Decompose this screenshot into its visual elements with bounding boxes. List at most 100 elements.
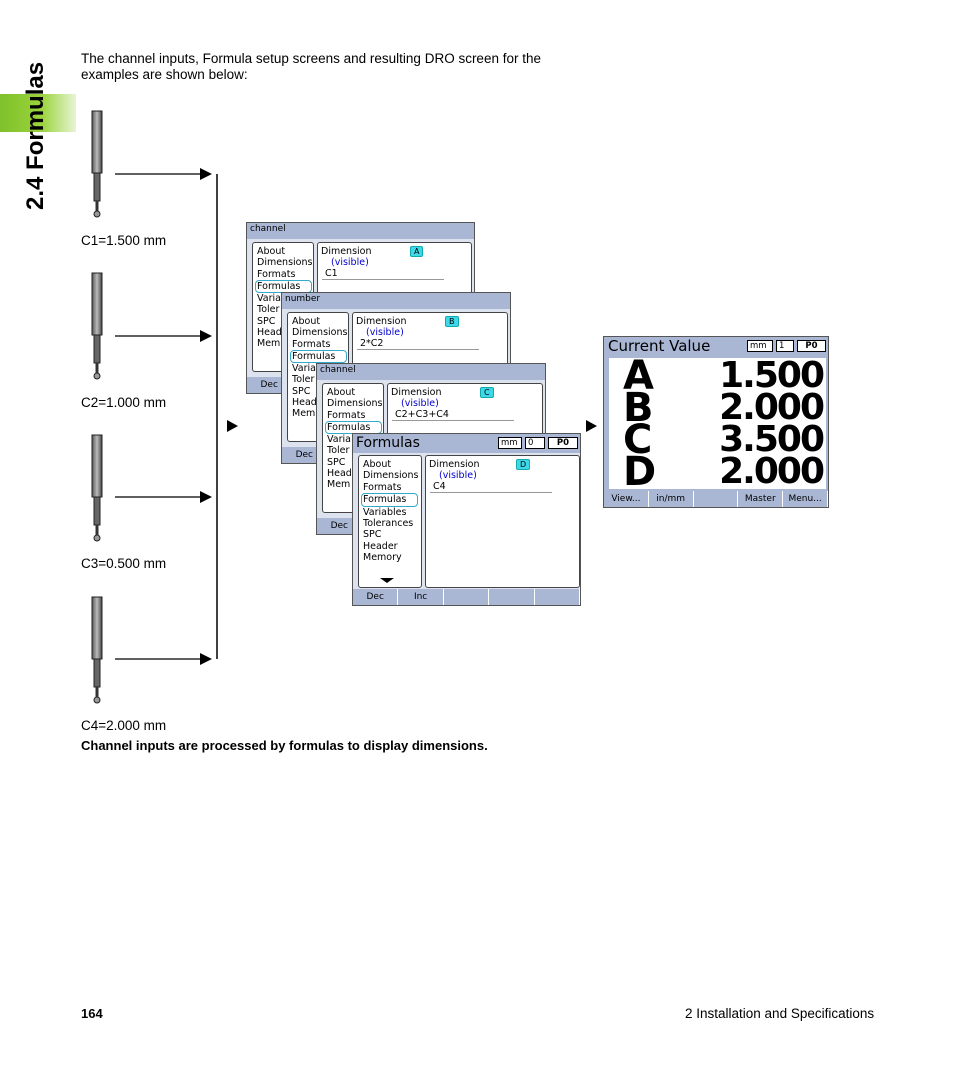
screen-title: channel	[247, 223, 474, 239]
dimension-label: Dimension	[391, 387, 442, 398]
visible-label: (visible)	[439, 470, 477, 481]
dimension-label: Dimension	[356, 316, 407, 327]
dro-display: A 1.500 B 2.000 C 3.500 D 2.000	[609, 355, 826, 495]
unit-indicator[interactable]: mm	[498, 437, 522, 449]
softkey-dec[interactable]: Dec	[353, 589, 399, 605]
dro-row-value: 2.000	[719, 387, 825, 428]
menu-item-formats[interactable]: Formats	[257, 268, 296, 280]
chapter-title: 2 Installation and Specifications	[685, 1006, 875, 1021]
unit-indicator[interactable]: mm	[747, 340, 773, 352]
menu-item-header[interactable]: Head	[257, 327, 282, 339]
menu-item-formulas[interactable]: Formulas	[361, 493, 418, 507]
menu-item-variables[interactable]: Varia	[257, 293, 281, 305]
menu-item-tolerances[interactable]: Toler	[257, 304, 280, 316]
menu-item-variables[interactable]: Varia	[327, 434, 351, 446]
figure-caption: Channel inputs are processed by formulas…	[81, 738, 488, 753]
menu-item-about[interactable]: About	[363, 459, 392, 470]
dimension-badge: D	[516, 459, 531, 470]
menu-item-about[interactable]: About	[257, 246, 286, 257]
menu-item-header[interactable]: Header	[363, 540, 398, 552]
softkey-blank[interactable]	[489, 589, 535, 605]
menu-item-spc[interactable]: SPC	[292, 385, 311, 397]
probe-icon-4	[91, 596, 103, 704]
dro-row: A 1.500	[623, 355, 825, 396]
softkey-bar: Dec Inc	[353, 589, 580, 605]
probe-icon-2	[91, 272, 103, 380]
menu-item-dimensions[interactable]: Dimensions	[327, 398, 383, 410]
formula-field[interactable]: C2+C3+C4	[395, 409, 449, 420]
intro-text: The channel inputs, Formula setup screen…	[81, 51, 541, 82]
formula-field[interactable]: C4	[433, 481, 446, 492]
dro-row: D 2.000	[623, 449, 825, 495]
dro-row-value: 1.500	[719, 355, 825, 396]
probe-icon-1	[91, 110, 103, 218]
dimension-label: Dimension	[321, 246, 372, 257]
input-label-2: C2=1.000 mm	[81, 395, 167, 410]
input-label-1: C1=1.500 mm	[81, 233, 167, 248]
dro-row-label: B	[623, 385, 654, 431]
menu-item-memory[interactable]: Mem	[292, 408, 316, 420]
menu-item-formats[interactable]: Formats	[292, 338, 331, 350]
menu-item-tolerances[interactable]: Toler	[292, 374, 315, 386]
probes-diagram	[91, 110, 103, 704]
dro-title: Current Value	[608, 337, 711, 355]
formula-panel: Dimension (visible) C4 D	[425, 455, 580, 588]
formula-field[interactable]: C1	[325, 268, 338, 279]
softkey-blank[interactable]	[535, 589, 580, 605]
zero-indicator[interactable]: 0	[525, 437, 545, 449]
menu-item-tolerances[interactable]: Toler	[327, 445, 350, 457]
menu-item-memory[interactable]: Memory	[363, 552, 402, 564]
probe-icon-3	[91, 434, 103, 542]
dimension-label: Dimension	[429, 459, 480, 470]
screen-title: number	[282, 293, 510, 309]
menu-item-dimensions[interactable]: Dimensions	[363, 470, 419, 482]
screen-title: channel	[317, 364, 545, 380]
menu-item-variables[interactable]: Varia	[292, 363, 316, 375]
dro-row: B 2.000	[623, 385, 825, 431]
menu-item-memory[interactable]: Mem	[327, 479, 351, 491]
dro-softkey-bar: View... in/mm Master Menu...	[604, 491, 828, 507]
menu-item-header[interactable]: Head	[327, 468, 352, 480]
softkey-master[interactable]: Master	[738, 491, 784, 507]
dro-row-label: D	[623, 449, 657, 495]
preset-indicator[interactable]: P0	[548, 437, 578, 449]
section-title: 2.4 Formulas	[22, 61, 49, 210]
menu-item-formulas[interactable]: Formulas	[290, 349, 347, 364]
softkey-view[interactable]: View...	[604, 491, 649, 507]
screen-formulas-d: Formulas mm 0 P0 About Dimensions Format…	[352, 433, 581, 606]
softkey-blank[interactable]	[694, 491, 739, 507]
section-tab	[0, 94, 76, 132]
dimension-badge: A	[410, 246, 424, 257]
dro-screen: Current Value mm 1 P0 A 1.500 B 2.000 C …	[603, 336, 829, 508]
flow-arrows	[115, 168, 597, 665]
softkey-in-mm[interactable]: in/mm	[649, 491, 694, 507]
menu-item-spc[interactable]: SPC	[257, 315, 276, 327]
menu-item-about[interactable]: About	[292, 316, 321, 327]
menu-item-formats[interactable]: Formats	[363, 481, 402, 493]
dro-row: C 3.500	[623, 417, 825, 463]
softkey-menu[interactable]: Menu...	[783, 491, 828, 507]
menu-item-spc[interactable]: SPC	[363, 529, 382, 541]
visible-label: (visible)	[331, 257, 369, 268]
setup-menu: About Dimensions Formats Formulas Variab…	[358, 455, 422, 588]
menu-item-formats[interactable]: Formats	[327, 409, 366, 421]
visible-label: (visible)	[366, 327, 404, 338]
dro-row-label: C	[623, 417, 653, 463]
menu-item-variables[interactable]: Variables	[363, 506, 407, 518]
softkey-blank[interactable]	[444, 589, 490, 605]
dro-row-value: 3.500	[719, 419, 825, 460]
menu-item-dimensions[interactable]: Dimensions	[292, 327, 348, 339]
page-number: 164	[81, 1006, 103, 1021]
preset-indicator[interactable]: P0	[797, 340, 826, 352]
softkey-inc[interactable]: Inc	[398, 589, 444, 605]
menu-item-dimensions[interactable]: Dimensions	[257, 257, 313, 269]
menu-item-header[interactable]: Head	[292, 397, 317, 409]
menu-item-about[interactable]: About	[327, 387, 356, 398]
formula-field[interactable]: 2*C2	[360, 338, 384, 349]
scroll-down-icon[interactable]	[380, 578, 394, 583]
input-label-4: C4=2.000 mm	[81, 718, 167, 733]
menu-item-spc[interactable]: SPC	[327, 456, 346, 468]
zero-indicator[interactable]: 1	[776, 340, 794, 352]
menu-item-memory[interactable]: Mem	[257, 338, 281, 350]
menu-item-tolerances[interactable]: Tolerances	[363, 518, 414, 530]
